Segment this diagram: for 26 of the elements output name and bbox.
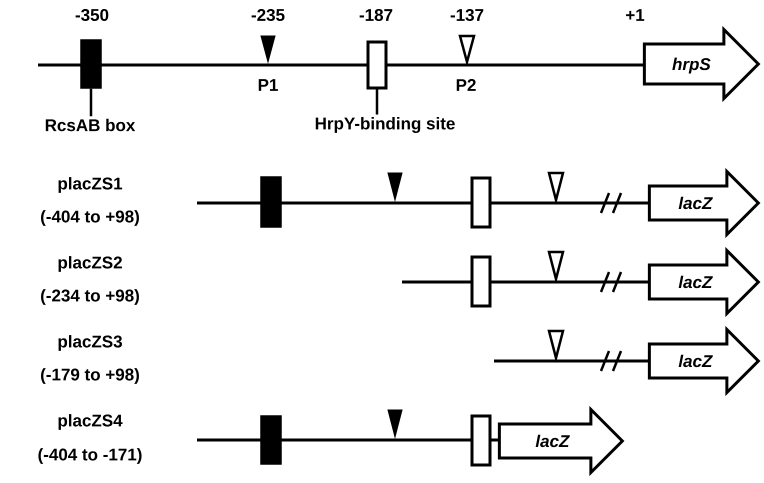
position-label: -187 bbox=[360, 8, 392, 22]
promoter-label: P2 bbox=[456, 79, 476, 91]
construct-name: placZS1 bbox=[58, 177, 122, 193]
binding-box bbox=[80, 39, 102, 89]
position-label: -235 bbox=[252, 8, 285, 22]
construct-range: (-404 to +98) bbox=[41, 210, 139, 226]
position-label: -137 bbox=[450, 8, 484, 22]
site-label: HrpY-binding site bbox=[316, 117, 455, 133]
binding-box bbox=[470, 414, 492, 466]
binding-box bbox=[260, 176, 282, 228]
construct-range: (-179 to +98) bbox=[41, 368, 139, 384]
construct-range: (-234 to +98) bbox=[41, 289, 139, 305]
construct-name: placZS3 bbox=[58, 335, 122, 351]
construct-range: (-404 to -171) bbox=[38, 448, 142, 464]
leader-line bbox=[376, 90, 378, 115]
construct-name: placZS4 bbox=[58, 414, 122, 430]
position-label: -350 bbox=[76, 8, 108, 22]
binding-box bbox=[260, 415, 282, 465]
position-label: +1 bbox=[626, 9, 644, 21]
construct-name: placZS2 bbox=[58, 256, 122, 272]
binding-box bbox=[366, 40, 388, 90]
binding-box bbox=[470, 256, 492, 308]
leader-line bbox=[90, 88, 92, 116]
site-label: RcsAB box bbox=[46, 118, 136, 132]
binding-box bbox=[470, 176, 492, 228]
promoter-label: P1 bbox=[258, 79, 278, 91]
